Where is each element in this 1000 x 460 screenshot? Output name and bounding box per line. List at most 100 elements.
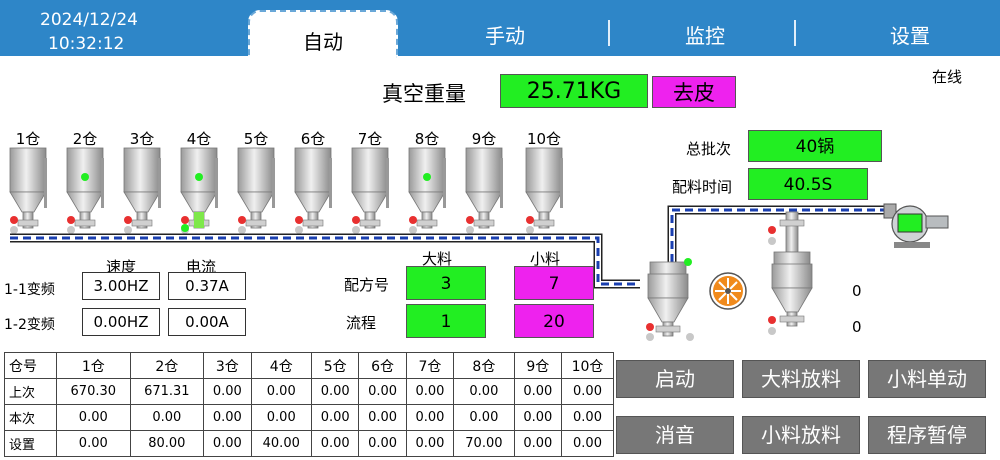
- table-header-cell: 3仓: [203, 352, 252, 379]
- tab-separator: [608, 20, 610, 46]
- fan-icon: [709, 272, 747, 310]
- table-cell: 0.00: [561, 430, 614, 457]
- table-cell: 0.00: [513, 378, 563, 405]
- table-header-cell: 2仓: [129, 352, 205, 379]
- table-cell: 0.00: [203, 378, 252, 405]
- hopper-reading-1: 0: [852, 282, 862, 300]
- table-cell: 0.00: [358, 404, 407, 431]
- table-header-cell: 6仓: [358, 352, 407, 379]
- batching-time-label: 配料时间: [672, 178, 733, 196]
- silo-label-7: 7仓: [357, 130, 383, 148]
- vfd-2-current: 0.00A: [168, 308, 246, 336]
- silo-9: [465, 147, 504, 235]
- secondary-hopper: [768, 211, 813, 335]
- vfd-1-current: 0.37A: [168, 272, 246, 300]
- recipe-big-value: 3: [406, 266, 486, 300]
- table-cell: 0.00: [405, 378, 455, 405]
- vacuum-weight-value: 25.71KG: [500, 74, 648, 108]
- silo-label-10: 10仓: [526, 130, 562, 148]
- table-row: 本次 0.00 0.00 0.00 0.00 0.00 0.00 0.00 0.…: [4, 404, 614, 431]
- mute-button[interactable]: 消音: [616, 416, 734, 454]
- receiving-hopper: [646, 258, 694, 341]
- silo-label-1: 1仓: [15, 130, 41, 148]
- weight-table: 仓号 1仓 2仓 3仓 4仓 5仓 6仓 7仓 8仓 9仓 10仓 上次 670…: [4, 352, 614, 457]
- table-cell: 0.00: [250, 404, 312, 431]
- small-material-single-button[interactable]: 小料单动: [868, 360, 986, 398]
- table-header-row: 仓号 1仓 2仓 3仓 4仓 5仓 6仓 7仓 8仓 9仓 10仓: [4, 352, 614, 379]
- table-row: 设置 0.00 80.00 0.00 40.00 0.00 0.00 0.00 …: [4, 430, 614, 457]
- silo-7: [351, 147, 390, 235]
- silo-5: [237, 147, 276, 235]
- current-header: 电流: [186, 258, 217, 276]
- silo-label-9: 9仓: [471, 130, 497, 148]
- vfd-2-label: 1-2变频: [4, 317, 55, 333]
- total-batch-value: 40锅: [748, 130, 882, 162]
- table-cell: 70.00: [453, 430, 515, 457]
- table-header-cell: 1仓: [56, 352, 131, 379]
- silo-2: [66, 147, 105, 235]
- vfd-2-speed: 0.00HZ: [82, 308, 160, 336]
- time-display: 10:32:12: [48, 34, 125, 54]
- recipe-number-label: 配方号: [344, 276, 390, 294]
- tab-manual[interactable]: 手动: [485, 24, 525, 48]
- tab-auto-background: [248, 10, 398, 58]
- vacuum-pump-icon: [883, 203, 949, 248]
- table-cell: 0.00: [203, 430, 252, 457]
- table-cell: 0.00: [358, 430, 407, 457]
- small-material-discharge-button[interactable]: 小料放料: [742, 416, 860, 454]
- table-row-label: 设置: [4, 430, 57, 457]
- process-label: 流程: [346, 314, 377, 332]
- silo-label-3: 3仓: [129, 130, 155, 148]
- big-material-header: 大料: [422, 250, 453, 268]
- table-cell: 0.00: [310, 378, 360, 405]
- tab-separator: [794, 20, 796, 46]
- silo-6: [294, 147, 333, 235]
- table-header-cell: 4仓: [250, 352, 312, 379]
- table-header-cell: 10仓: [561, 352, 614, 379]
- table-header-cell: 7仓: [405, 352, 455, 379]
- table-cell: 0.00: [250, 378, 312, 405]
- silo-label-2: 2仓: [72, 130, 98, 148]
- tab-settings[interactable]: 设置: [890, 24, 930, 48]
- table-cell: 0.00: [129, 404, 205, 431]
- table-cell: 0.00: [56, 404, 131, 431]
- silo-3: [123, 147, 162, 235]
- batching-time-value: 40.5S: [748, 168, 868, 200]
- header-bar: [0, 0, 1000, 56]
- speed-header: 速度: [106, 258, 137, 276]
- pause-program-button[interactable]: 程序暂停: [868, 416, 986, 454]
- silo-10: [525, 147, 564, 235]
- table-cell: 0.00: [56, 430, 131, 457]
- hopper-reading-2: 0: [852, 318, 862, 336]
- table-cell: 0.00: [561, 378, 614, 405]
- tare-button[interactable]: 去皮: [652, 76, 736, 108]
- recipe-small-value: 7: [514, 266, 594, 300]
- table-cell: 0.00: [513, 430, 563, 457]
- silo-label-6: 6仓: [300, 130, 326, 148]
- table-cell: 671.31: [129, 378, 205, 405]
- tab-auto[interactable]: 自动: [303, 30, 343, 54]
- table-row: 上次 670.30 671.31 0.00 0.00 0.00 0.00 0.0…: [4, 378, 614, 405]
- date-display: 2024/12/24: [40, 10, 138, 30]
- vfd-1-label: 1-1变频: [4, 282, 55, 298]
- table-cell: 0.00: [453, 404, 515, 431]
- table-cell: 0.00: [453, 378, 515, 405]
- tab-monitor[interactable]: 监控: [685, 24, 725, 48]
- table-cell: 0.00: [405, 430, 455, 457]
- table-header-cell: 5仓: [310, 352, 360, 379]
- big-material-discharge-button[interactable]: 大料放料: [742, 360, 860, 398]
- table-cell: 670.30: [56, 378, 131, 405]
- silo-8: [408, 147, 447, 235]
- table-cell: 0.00: [310, 430, 360, 457]
- silo-1: [9, 147, 48, 235]
- process-small-value: 20: [514, 304, 594, 338]
- table-cell: 0.00: [513, 404, 563, 431]
- table-cell: 0.00: [561, 404, 614, 431]
- conveying-pipe: [10, 205, 884, 289]
- silo-label-4: 4仓: [186, 130, 212, 148]
- small-material-header: 小料: [530, 250, 561, 268]
- vacuum-weight-label: 真空重量: [382, 82, 466, 106]
- table-cell: 0.00: [358, 378, 407, 405]
- table-cell: 0.00: [203, 404, 252, 431]
- start-button[interactable]: 启动: [616, 360, 734, 398]
